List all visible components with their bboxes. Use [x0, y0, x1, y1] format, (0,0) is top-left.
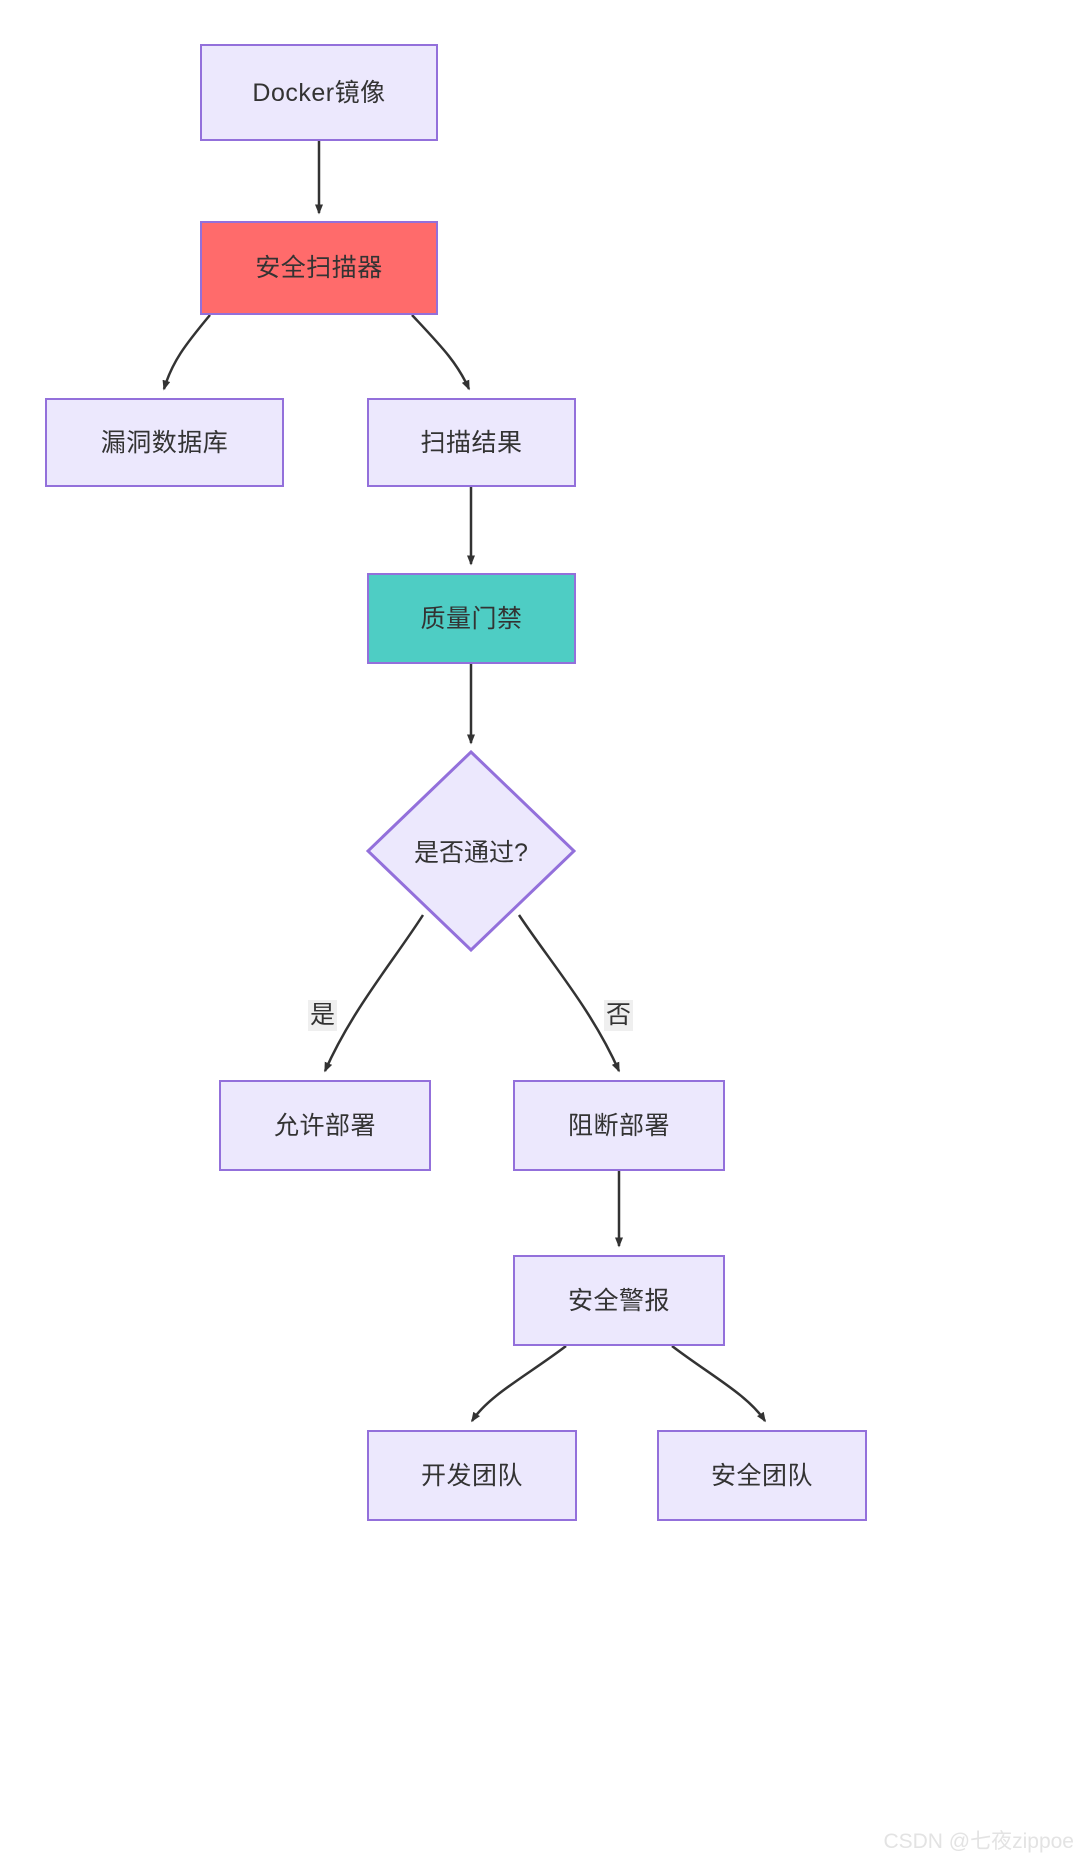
node-security-scanner[interactable]: 安全扫描器	[200, 221, 438, 315]
node-label: Docker镜像	[252, 78, 386, 107]
edge-alert-secteam	[671, 1345, 767, 1423]
watermark: CSDN @七夜zippoe	[883, 1830, 1074, 1853]
node-label: 是否通过?	[414, 839, 528, 867]
node-scan-result[interactable]: 扫描结果	[367, 398, 576, 487]
edge-label-yes: 是	[308, 1000, 338, 1031]
node-vulnerability-database[interactable]: 漏洞数据库	[45, 398, 284, 487]
node-label: 允许部署	[273, 1111, 376, 1140]
node-allow-deploy[interactable]: 允许部署	[219, 1080, 431, 1171]
node-docker-image[interactable]: Docker镜像	[200, 44, 438, 141]
diamond-shape	[366, 750, 576, 952]
edge-alert-devteam	[470, 1345, 567, 1423]
node-label: 安全警报	[567, 1286, 670, 1315]
edge-label-text: 是	[310, 1001, 336, 1029]
node-label: 漏洞数据库	[100, 428, 229, 457]
node-security-alert[interactable]: 安全警报	[513, 1255, 725, 1346]
node-dev-team[interactable]: 开发团队	[367, 1430, 577, 1521]
node-label: 安全团队	[710, 1461, 813, 1490]
node-label: 安全扫描器	[255, 254, 383, 282]
node-label: 开发团队	[420, 1461, 523, 1490]
node-decision-pass[interactable]: 是否通过?	[366, 750, 576, 952]
node-quality-gate[interactable]: 质量门禁	[367, 573, 576, 664]
edge-label-text: 否	[606, 1001, 632, 1029]
node-block-deploy[interactable]: 阻断部署	[513, 1080, 725, 1171]
edge-scanner-result	[411, 314, 471, 391]
node-security-team[interactable]: 安全团队	[657, 1430, 867, 1521]
edge-label-no: 否	[604, 1000, 634, 1031]
node-label: 质量门禁	[420, 604, 523, 633]
node-label: 阻断部署	[567, 1111, 670, 1140]
edge-scanner-vulndb	[162, 314, 211, 391]
node-label: 扫描结果	[420, 428, 523, 457]
